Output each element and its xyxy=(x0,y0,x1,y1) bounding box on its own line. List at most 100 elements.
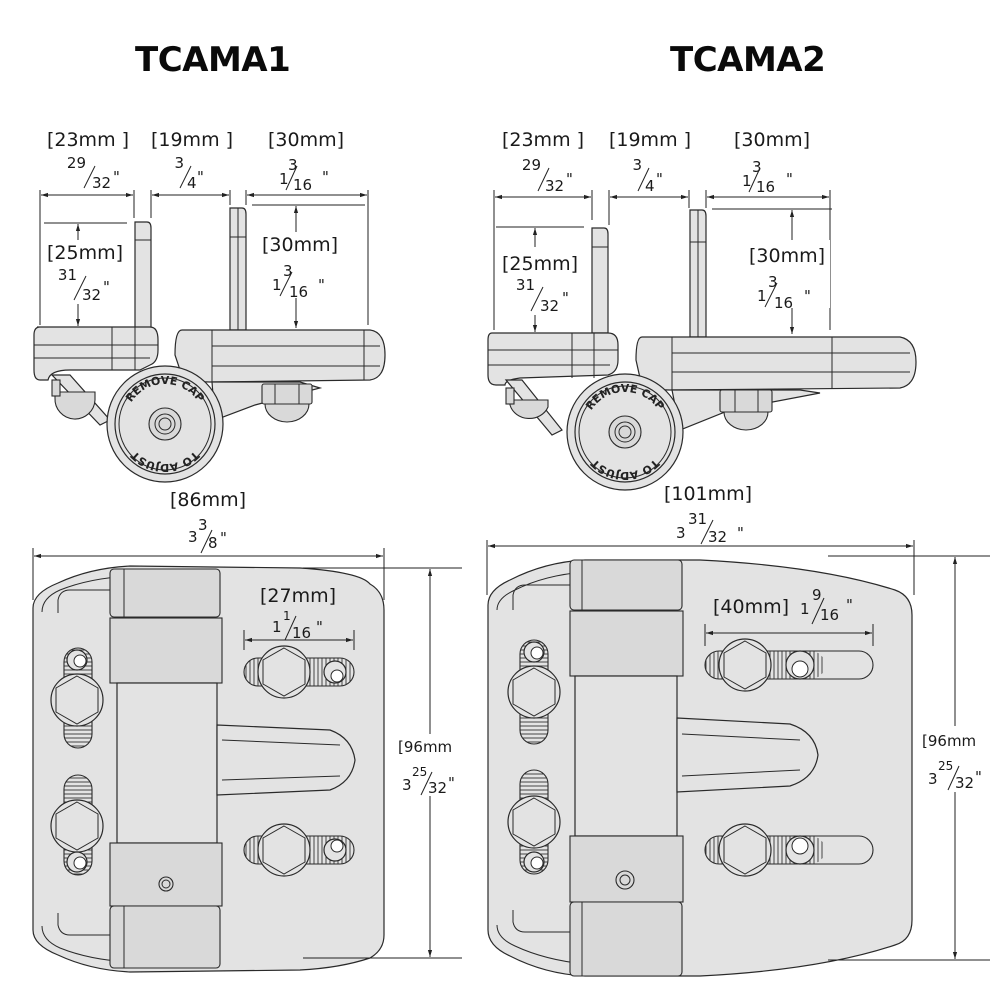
dim-overall-height-inch: 3 25 32 " xyxy=(402,765,455,797)
svg-text:": " xyxy=(975,768,982,786)
svg-text:1: 1 xyxy=(272,276,282,294)
left-body xyxy=(33,326,159,381)
svg-text:31: 31 xyxy=(516,276,535,294)
hex-bolt xyxy=(718,823,772,877)
dim-slot-span-inch: 1 9 16 " xyxy=(800,586,853,625)
dim-overall-width-inch: 3 3 8 " xyxy=(188,516,227,554)
right-body xyxy=(174,329,386,383)
svg-text:3: 3 xyxy=(632,156,642,174)
hex-bolt xyxy=(257,645,311,699)
hex-bolt xyxy=(50,673,104,727)
dim-width-gap-mm: [19mm ] xyxy=(151,129,233,151)
svg-text:": " xyxy=(113,168,120,186)
dim-width-left-inch: 29 32 " xyxy=(67,154,120,192)
tcama1-side-dimensions: [23mm ] 29 32 " [19mm ] 3 4 " [30mm] 1 3… xyxy=(39,129,369,328)
set-screw xyxy=(158,876,174,892)
svg-text:32: 32 xyxy=(92,174,111,192)
svg-text:32: 32 xyxy=(540,297,559,315)
svg-text:": " xyxy=(562,289,569,307)
svg-text:9: 9 xyxy=(812,586,822,604)
dim-width-left-mm: [23mm ] xyxy=(502,129,584,151)
hinge-barrel xyxy=(574,675,678,837)
cam-tongue xyxy=(216,724,356,796)
svg-text:16: 16 xyxy=(774,294,793,312)
dim-width-left-mm: [23mm ] xyxy=(47,129,129,151)
svg-text:3: 3 xyxy=(198,516,208,534)
svg-text:1: 1 xyxy=(272,618,282,636)
svg-text:29: 29 xyxy=(522,156,541,174)
svg-text:25: 25 xyxy=(412,765,427,779)
svg-text:16: 16 xyxy=(289,283,308,301)
tcama2-plate-view xyxy=(487,559,913,977)
hinge-barrel xyxy=(116,682,218,844)
dim-overall-width-mm: [86mm] xyxy=(170,489,246,511)
svg-text:3: 3 xyxy=(288,156,298,174)
svg-text:31: 31 xyxy=(58,266,77,284)
svg-text:1: 1 xyxy=(800,600,810,618)
svg-text:": " xyxy=(786,170,793,188)
cam-tongue xyxy=(676,717,819,793)
svg-text:": " xyxy=(318,276,325,294)
svg-text:3: 3 xyxy=(928,770,938,788)
model-title-tcama2: TCAMA2 xyxy=(670,40,826,80)
hex-bolt xyxy=(507,665,561,719)
svg-text:1: 1 xyxy=(283,609,291,623)
svg-text:": " xyxy=(448,774,455,792)
svg-text:32: 32 xyxy=(428,779,447,797)
hex-bolt xyxy=(50,799,104,853)
dim-overall-width-mm: [101mm] xyxy=(664,483,752,505)
knuckle-bottom xyxy=(569,901,683,977)
svg-text:31: 31 xyxy=(688,510,707,528)
svg-text:": " xyxy=(197,168,204,186)
dim-slot-span-inch: 1 1 16 " xyxy=(272,609,323,642)
tcama1-plate-dimensions: [86mm] 3 3 8 " [96mm 3 25 32 " [27mm] 1 … xyxy=(32,489,466,959)
left-body xyxy=(487,332,619,386)
svg-text:": " xyxy=(846,596,853,614)
tcama1-side-view: REMOVE CAP TO ADJUST xyxy=(33,207,386,483)
svg-text:1: 1 xyxy=(757,287,767,305)
dim-width-right-mm: [30mm] xyxy=(734,129,810,151)
svg-text:": " xyxy=(322,168,329,186)
hex-bolt xyxy=(507,795,561,849)
svg-text:32: 32 xyxy=(955,774,974,792)
left-bracket-leg xyxy=(591,227,609,334)
tcama2-side-dimensions: [23mm ] 29 32 " [19mm ] 3 4 " [30mm] 1 3… xyxy=(493,129,832,334)
svg-text:": " xyxy=(566,170,573,188)
svg-text:3: 3 xyxy=(768,273,778,291)
model-title-tcama1: TCAMA1 xyxy=(135,40,291,80)
dim-height-left-mm: [25mm] xyxy=(502,253,578,275)
svg-text:32: 32 xyxy=(708,528,727,546)
dim-slot-span-mm: [27mm] xyxy=(260,585,336,607)
svg-text:3: 3 xyxy=(283,262,293,280)
svg-text:": " xyxy=(220,529,227,547)
tcama1-plate-view xyxy=(32,565,385,973)
svg-text:3: 3 xyxy=(174,154,184,172)
right-body xyxy=(635,336,917,391)
set-screw xyxy=(615,870,635,890)
dim-overall-height-mm: [96mm xyxy=(398,738,452,756)
svg-text:25: 25 xyxy=(938,759,953,773)
svg-text:": " xyxy=(316,618,323,636)
svg-text:3: 3 xyxy=(676,524,686,542)
svg-text:29: 29 xyxy=(67,154,86,172)
svg-text:8: 8 xyxy=(208,534,218,552)
dim-width-left-inch: 29 32 " xyxy=(522,156,573,195)
knuckle-bottom xyxy=(109,905,221,969)
svg-text:4: 4 xyxy=(187,174,197,192)
dim-width-gap-inch: 3 4 " xyxy=(632,156,662,195)
knuckle-top xyxy=(109,568,221,618)
svg-text:1: 1 xyxy=(742,172,752,190)
dim-width-right-inch: 1 3 16 " xyxy=(279,156,329,194)
svg-text:": " xyxy=(656,170,663,188)
dim-height-left-inch: 31 32 " xyxy=(58,266,110,304)
hex-bolt xyxy=(257,823,311,877)
svg-text:16: 16 xyxy=(292,624,311,642)
svg-text:4: 4 xyxy=(645,177,655,195)
knuckle-top xyxy=(569,559,683,611)
dim-width-right-mm: [30mm] xyxy=(268,129,344,151)
svg-text:3: 3 xyxy=(188,528,198,546)
tcama2-side-view: REMOVE CAP TO ADJUST xyxy=(487,209,917,491)
hex-bolt xyxy=(718,638,772,692)
svg-text:32: 32 xyxy=(545,177,564,195)
